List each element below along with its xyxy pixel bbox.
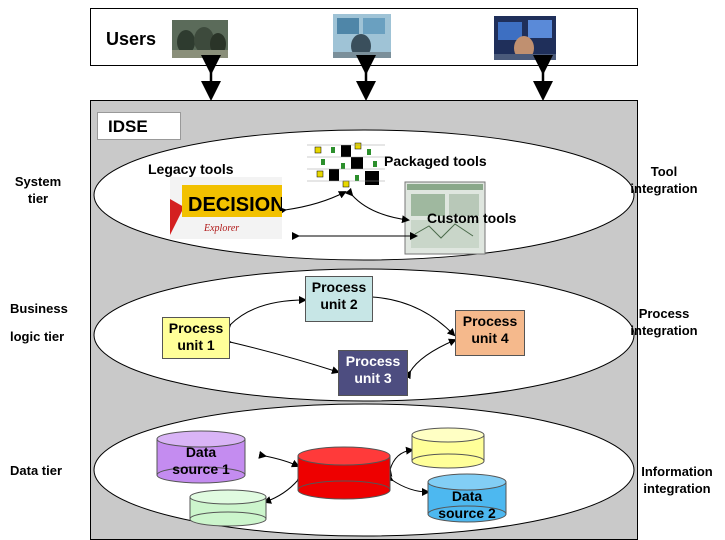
legacy-tools-label: Legacy tools <box>148 161 234 177</box>
idse-title: IDSE <box>97 112 181 140</box>
users-title: Users <box>106 29 157 49</box>
packaged-tools-graphic <box>307 135 385 199</box>
custom-tools-label: Custom tools <box>427 210 517 226</box>
cylinder-ds1 <box>156 430 246 484</box>
cylinder-ds2 <box>427 473 507 523</box>
system-tier-arrows <box>278 187 418 240</box>
cylinder-yellow <box>411 427 485 469</box>
decision-explorer-logo: DECISION Explorer <box>170 177 282 239</box>
users-photo-1 <box>172 20 228 58</box>
custom-tools-graphic <box>404 181 486 255</box>
data-tier-label: Data tier <box>10 463 63 478</box>
packaged-tools-label: Packaged tools <box>384 153 487 169</box>
logo-sub-text: Explorer <box>203 223 239 234</box>
users-photo-2 <box>333 14 391 58</box>
data-arrows <box>258 446 430 504</box>
cylinder-center <box>297 446 391 500</box>
logo-main-text: DECISION <box>188 194 282 216</box>
users-idse-arrows <box>201 55 553 101</box>
users-photo-3 <box>494 16 556 60</box>
process-arrows <box>222 292 457 380</box>
cylinder-green <box>189 489 267 527</box>
